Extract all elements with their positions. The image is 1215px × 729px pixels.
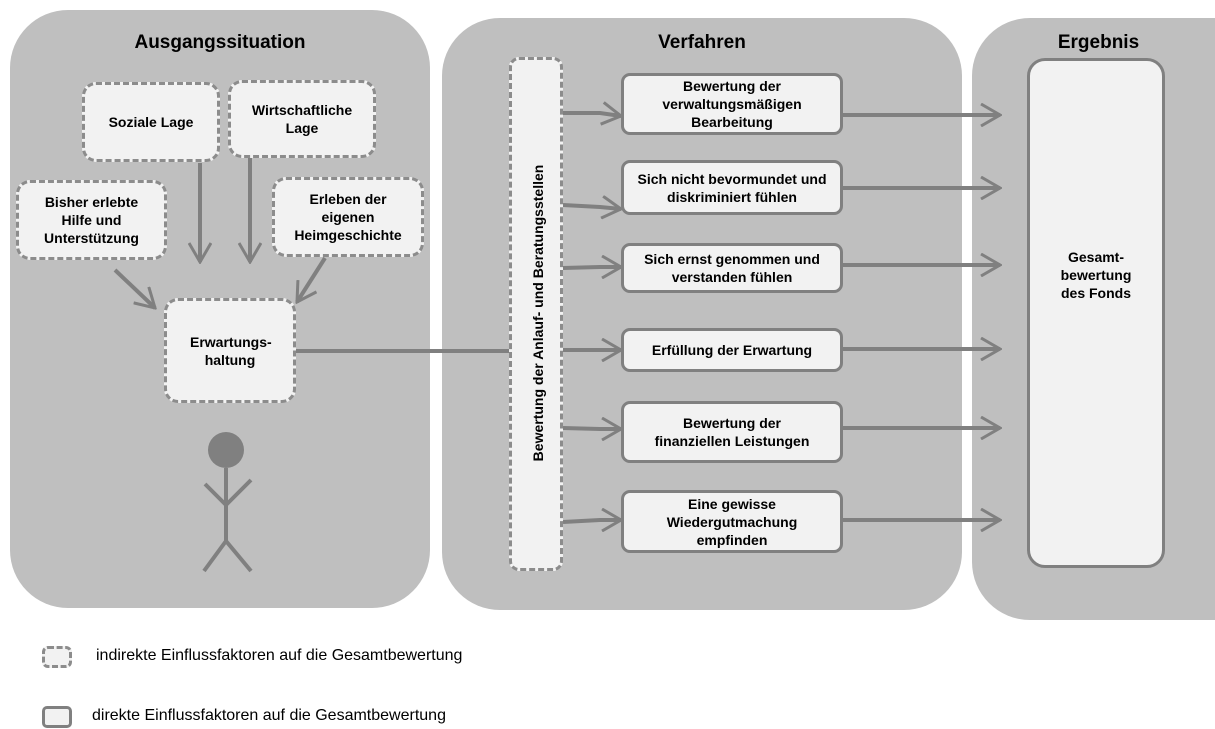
- label-erleben-heimgeschichte: Erleben der eigenen Heimgeschichte: [294, 191, 402, 243]
- legend-indirect: indirekte Einflussfaktoren auf die Gesam…: [96, 647, 463, 664]
- person-arm-left: [203, 482, 228, 507]
- label-bisher-erlebte-hilfe: Bisher erlebte Hilfe und Unterstützung: [44, 194, 139, 246]
- item-label: Bewertung der finanziellen Leistungen: [654, 415, 810, 449]
- item-label: Erfüllung der Erwartung: [651, 342, 813, 358]
- panel-title-ausgangssituation: Ausgangssituation: [134, 32, 306, 53]
- arrow-to-item-1: [563, 113, 621, 116]
- item-label: Bewertung der verwaltungsmäßigen Bearbei…: [662, 78, 802, 130]
- box-wirtschaftliche-lage: Wirtschaftliche Lage: [228, 80, 376, 158]
- item-ernst-genommen: Sich ernst genommen und verstanden fühle…: [621, 243, 843, 293]
- person-leg-right: [224, 539, 253, 573]
- label-soziale-lage: Soziale Lage: [108, 114, 194, 130]
- arrow-to-item-5: [562, 428, 621, 429]
- person-arm-right: [224, 478, 253, 507]
- person-head: [208, 432, 244, 468]
- legend-swatch-indirect: [42, 646, 72, 668]
- box-bewertung-anlaufstellen: [509, 57, 563, 571]
- item-label: Eine gewisse Wiedergutmachung empfinden: [666, 495, 798, 548]
- label-gesamtbewertung: Gesamt-bewertung des Fonds: [1060, 249, 1132, 301]
- box-gesamtbewertung: Gesamt-bewertung des Fonds: [1027, 58, 1165, 568]
- item-wiedergutmachung: Eine gewisse Wiedergutmachung empfinden: [621, 490, 843, 553]
- item-finanzielle-leistungen: Bewertung der finanziellen Leistungen: [621, 401, 843, 463]
- arrow-erleben-heimgeschichte: [295, 256, 327, 302]
- label-wirtschaftliche-lage: Wirtschaftliche Lage: [251, 102, 353, 136]
- arrow-to-item-3: [562, 267, 621, 268]
- panel-title-ergebnis: Ergebnis: [1057, 32, 1140, 53]
- arrow-to-item-2: [562, 205, 621, 209]
- label-bewertung-anlaufstellen: Bewertung der Anlauf- und Beratungsstell…: [530, 164, 546, 462]
- item-label: Sich nicht bevormundet und diskriminiert…: [637, 170, 827, 205]
- label-erwartungshaltung: Erwartungs-haltung: [190, 333, 272, 368]
- box-bisher-erlebte-hilfe: Bisher erlebte Hilfe und Unterstützung: [16, 180, 167, 260]
- person-leg-left: [202, 539, 228, 573]
- legend-swatch-direct: [42, 706, 72, 728]
- arrow-to-item-6: [562, 520, 621, 522]
- person-figure: [202, 432, 253, 573]
- item-label: Sich ernst genommen und verstanden fühle…: [644, 251, 820, 285]
- item-verwaltung: Bewertung der verwaltungsmäßigen Bearbei…: [621, 73, 843, 135]
- box-erleben-heimgeschichte: Erleben der eigenen Heimgeschichte: [272, 177, 424, 257]
- box-erwartungshaltung: Erwartungs-haltung: [164, 298, 296, 403]
- item-bevormundet: Sich nicht bevormundet und diskriminiert…: [621, 160, 843, 215]
- item-erfuellung-erwartung: Erfüllung der Erwartung: [621, 328, 843, 372]
- arrow-bisher-erlebte-hilfe: [113, 268, 155, 308]
- legend-direct: direkte Einflussfaktoren auf die Gesamtb…: [92, 707, 446, 724]
- panel-title-verfahren: Verfahren: [658, 32, 746, 53]
- box-soziale-lage: Soziale Lage: [82, 82, 220, 162]
